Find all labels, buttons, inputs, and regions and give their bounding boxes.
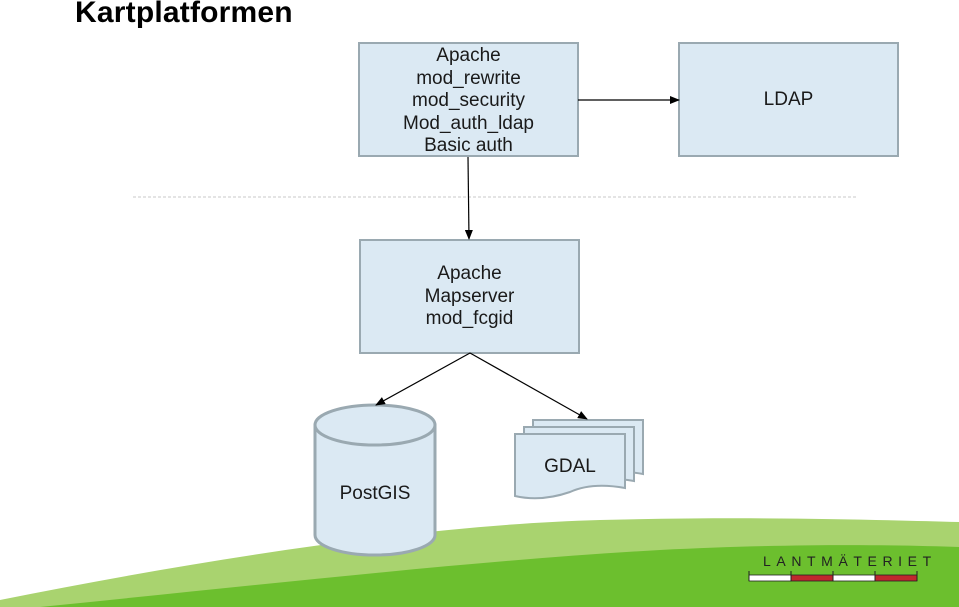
hill-dark [40,545,959,607]
apache-front-line-2: mod_rewrite [416,67,521,89]
arrow-to-postgis [375,352,471,406]
apache-front-line-5: Basic auth [424,135,513,156]
apache-front-label: Apache mod_rewrite mod_security Mod_auth… [359,45,578,158]
gdal-label-text: GDAL [544,456,596,477]
lantmateriet-logo-bar [748,571,918,582]
postgis-database-icon [313,403,437,557]
gdal-documents-icon [514,419,644,500]
postgis-label-text: PostGIS [339,483,411,504]
arrow-to-mapserver [464,156,473,240]
apache-front-line-3: mod_security [412,90,525,111]
ldap-label-text: LDAP [763,89,814,110]
gdal-label: GDAL [515,456,625,479]
apache-mapserver-label: Apache Mapserver mod_fcgid [360,263,579,331]
apache-front-line-1: Apache [436,45,501,66]
postgis-label: PostGIS [315,483,435,506]
apache-front-box [358,42,579,157]
ldap-label: LDAP [679,89,898,112]
lantmateriet-logo-text: LANTMÄTERIET [763,553,937,569]
apache-map-line-1: Apache [437,263,502,284]
arrow-to-gdal [469,352,588,420]
page-title: Kartplatformen [75,0,293,29]
apache-front-line-4: Mod_auth_ldap [403,112,534,134]
apache-map-line-3: mod_fcgid [425,308,514,329]
apache-map-line-2: Mapserver [424,285,515,307]
apache-mapserver-box [359,239,580,354]
